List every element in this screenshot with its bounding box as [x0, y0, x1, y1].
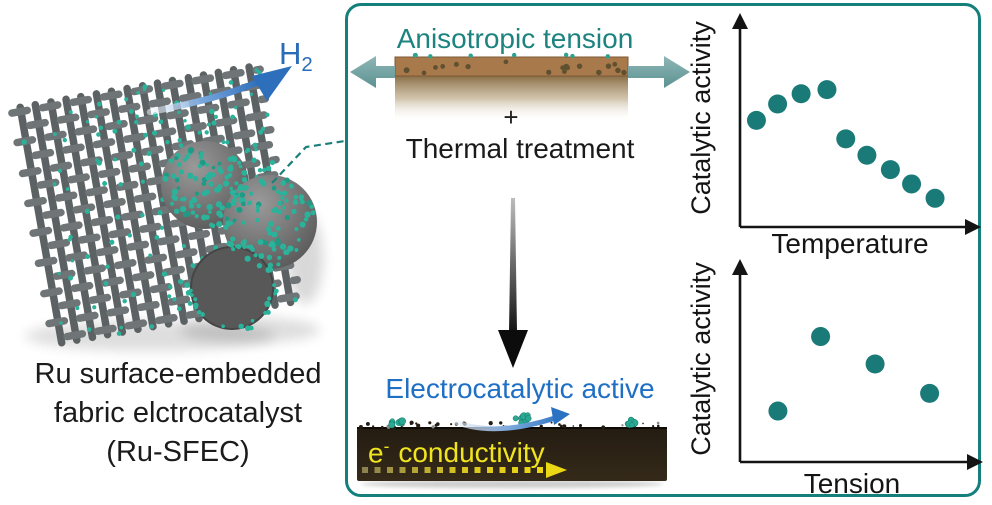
- tension-arrow-right-icon: [628, 56, 690, 88]
- fabric-cross-section: [395, 76, 628, 122]
- h2-release-arrow-icon: [146, 66, 292, 116]
- y-axis-arrow-icon: [732, 259, 748, 275]
- fabric-surface-band: [394, 56, 629, 77]
- caption-line-3: (Ru-SFEC): [106, 436, 250, 468]
- tension-arrow-left-icon: [350, 56, 395, 88]
- thermal-treatment-title: Thermal treatment: [405, 133, 635, 164]
- carbonized-fabric-strip: [357, 428, 667, 481]
- spillover-arrow-icon: [445, 407, 570, 432]
- electron-charge-superscript: -: [383, 436, 390, 456]
- caption-line-1: Ru surface-embedded: [34, 358, 322, 390]
- electron-symbol: e: [368, 437, 384, 469]
- y-axis-label-temperature-chart: Catalytic activity: [686, 21, 716, 215]
- conductive-substrate-diagram: [357, 407, 667, 488]
- conductivity-word: conductivity: [398, 437, 545, 469]
- process-down-arrow-icon: [498, 198, 528, 368]
- tension-diagram: [350, 52, 690, 122]
- x-axis-label-tension-chart: Tension: [803, 468, 901, 499]
- process-box-outline: [345, 3, 981, 497]
- h2-subscript: 2: [301, 53, 313, 77]
- anisotropic-tension-title: Anisotropic tension: [396, 23, 634, 54]
- temperature-activity-chart: [732, 13, 981, 235]
- x-axis-arrow-icon: [967, 454, 983, 470]
- surface-particles: [403, 52, 627, 76]
- catalyst-caption: Ru surface-embedded fabric elctrocatalys…: [8, 355, 348, 472]
- fabric-mesh-illustration: [8, 63, 346, 351]
- scatter-points: [746, 80, 945, 208]
- y-axis-arrow-icon: [732, 13, 748, 29]
- scatter-points: [768, 327, 940, 421]
- e-conductivity-label: e-conductivity: [368, 436, 545, 469]
- electrocatalytic-active-title: Electrocatalytic active: [385, 373, 655, 404]
- h2-label: H2: [279, 36, 313, 77]
- caption-line-2: fabric elctrocatalyst: [53, 397, 303, 429]
- x-axis-arrow-icon: [965, 219, 981, 235]
- tension-activity-chart: [732, 259, 983, 470]
- plus-sign: +: [503, 102, 519, 132]
- ru-clusters: [388, 412, 639, 429]
- zoom-link-line-icon: [271, 139, 346, 184]
- y-axis-label-tension-chart: Catalytic activity: [686, 262, 716, 456]
- electron-flow-arrow-icon: [362, 462, 567, 478]
- h2-main: H: [279, 36, 302, 71]
- x-axis-label-temperature-chart: Temperature: [771, 228, 929, 259]
- ru-nanoparticles: [162, 147, 316, 332]
